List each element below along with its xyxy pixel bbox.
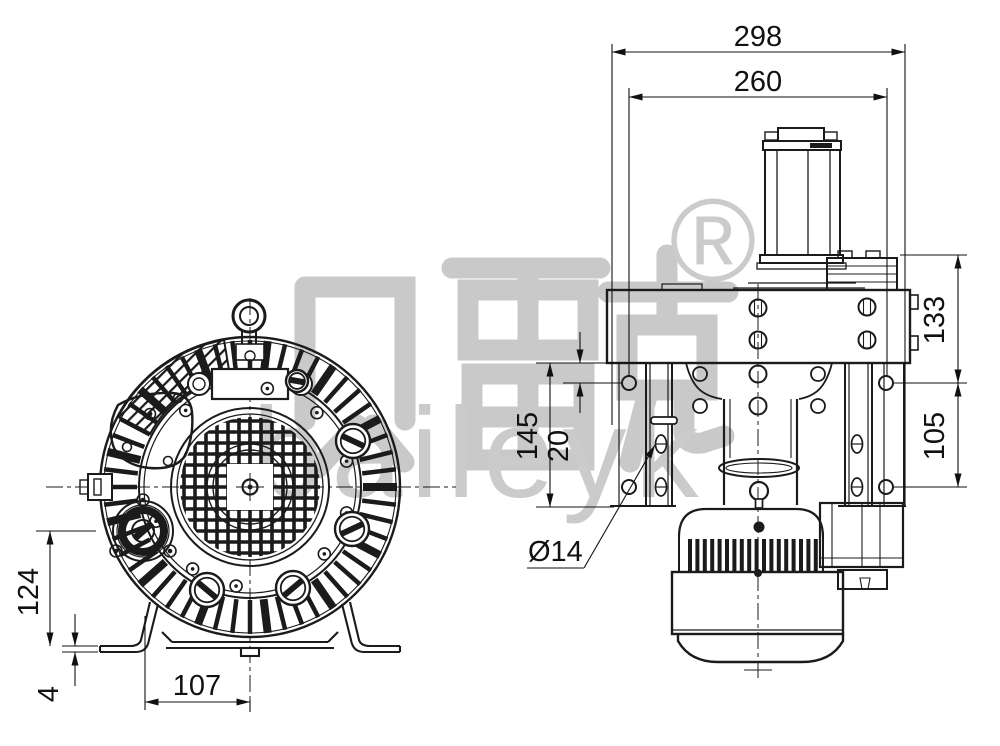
terminal-box: [818, 501, 905, 590]
gasket-screws: [121, 392, 184, 467]
dim-hole-spacing: 105: [919, 383, 962, 487]
dimensions: 298 260 133 105 145 20 Ø14: [13, 21, 967, 712]
muffler-tower: [733, 127, 865, 289]
dim-hole-diameter: Ø14: [527, 444, 656, 569]
dim-overall-width: 298: [612, 21, 905, 56]
dim-top-to-upper-hole-label: 133: [919, 296, 951, 344]
inlet-port: [109, 493, 177, 562]
left-mount-flange: [610, 363, 678, 507]
dim-inlet-height-label: 124: [13, 568, 45, 616]
dim-foot-thickness-label: 4: [33, 686, 65, 702]
dim-inlet-height: 124: [13, 531, 54, 646]
dim-hole-diameter-label: Ø14: [528, 536, 583, 568]
dim-mount-hole-span: 260: [629, 66, 887, 101]
motor: [670, 507, 845, 671]
side-port: [79, 473, 113, 501]
dim-plate-to-hole: 20: [543, 332, 584, 462]
dim-flange-depth-label: 145: [512, 412, 544, 460]
motor-cooling-fins: [688, 539, 818, 571]
dim-top-to-upper-hole: 133: [919, 255, 962, 383]
eye-bolt: [231, 298, 267, 362]
dim-foot-thickness: 4: [33, 614, 79, 702]
dim-flange-depth: 145: [512, 363, 554, 507]
pump-column: [718, 399, 800, 533]
gasket-outline: [109, 391, 194, 470]
dim-hole-spacing-label: 105: [919, 412, 951, 460]
watermark-registered-mark: ®: [670, 175, 757, 307]
support-bracket: [685, 362, 833, 416]
right-mount-flange: [838, 363, 906, 507]
dim-foot-to-center: 107: [145, 670, 250, 706]
shaft-center: [236, 473, 264, 501]
dim-plate-to-hole-label: 20: [543, 430, 575, 462]
top-plate: [605, 283, 919, 365]
extension-lines: [36, 44, 967, 712]
dim-overall-width-label: 298: [734, 21, 782, 53]
front-view: [46, 298, 456, 712]
dim-foot-to-center-label: 107: [173, 670, 221, 702]
watermark-latin-text: baileyk: [252, 382, 706, 525]
side-view: [605, 127, 919, 678]
slotted-screws: [188, 368, 372, 609]
dim-mount-hole-span-label: 260: [734, 66, 782, 98]
